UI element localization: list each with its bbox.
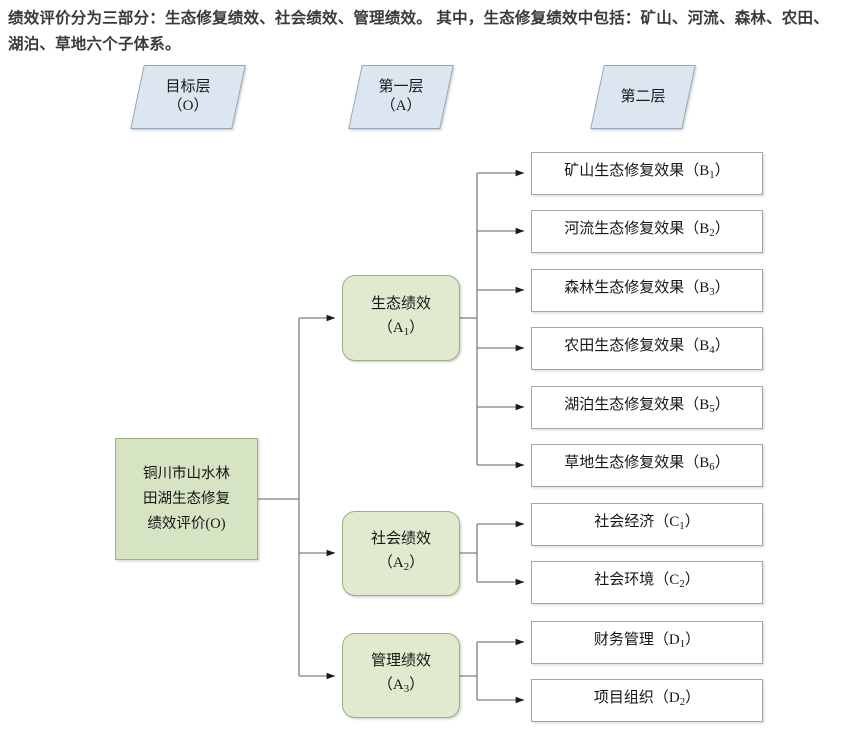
- layer-header-goal-code: （O）: [167, 98, 209, 114]
- indicator-d2: 项目组织（D2）: [531, 679, 763, 722]
- goal-line-1: 铜川市山水林: [143, 465, 230, 482]
- criteria-a2-title: 社会绩效: [370, 531, 431, 548]
- layer-header-first: 第一层 （A）: [348, 65, 454, 129]
- indicator-b5: 湖泊生态修复效果（B5）: [531, 386, 763, 429]
- indicator-c1-text: 社会经济（C1）: [594, 514, 700, 533]
- indicator-b1-text: 矿山生态修复效果（B1）: [564, 163, 730, 182]
- layer-header-first-code: （A）: [380, 98, 422, 114]
- goal-line-2: 田湖生态修复: [143, 490, 230, 507]
- layer-header-goal: 目标层 （O）: [130, 65, 246, 129]
- criteria-a3-title: 管理绩效: [370, 653, 431, 670]
- indicator-b4: 农田生态修复效果（B4）: [531, 327, 763, 370]
- layer-header-goal-title: 目标层: [165, 79, 211, 95]
- indicator-d1: 财务管理（D1）: [531, 621, 763, 664]
- indicator-b4-text: 农田生态修复效果（B4）: [564, 338, 730, 357]
- intro-paragraph: 绩效评价分为三部分：生态修复绩效、社会绩效、管理绩效。 其中，生态修复绩效中包括…: [8, 10, 829, 53]
- criteria-a1-title: 生态绩效: [370, 295, 431, 312]
- criteria-node-a2: 社会绩效 （A2）: [342, 511, 460, 596]
- layer-header-first-title: 第一层: [378, 79, 424, 95]
- indicator-b3: 森林生态修复效果（B3）: [531, 269, 763, 312]
- indicator-d2-text: 项目组织（D2）: [593, 690, 701, 709]
- indicator-b1: 矿山生态修复效果（B1）: [531, 152, 763, 195]
- criteria-a3-code: （A3）: [377, 677, 425, 696]
- layer-header-second-title: 第二层: [620, 88, 666, 105]
- layer-header-second: 第二层: [590, 65, 696, 129]
- goal-line-3: 绩效评价(O): [147, 515, 226, 532]
- indicator-c2: 社会环境（C2）: [531, 561, 763, 604]
- indicator-b3-text: 森林生态修复效果（B3）: [564, 280, 730, 299]
- criteria-a1-code: （A1）: [377, 319, 425, 338]
- indicator-b2: 河流生态修复效果（B2）: [531, 210, 763, 253]
- indicator-c2-text: 社会环境（C2）: [594, 572, 700, 591]
- criteria-node-a3: 管理绩效 （A3）: [342, 633, 460, 718]
- indicator-b2-text: 河流生态修复效果（B2）: [564, 221, 730, 240]
- indicator-c1: 社会经济（C1）: [531, 503, 763, 546]
- indicator-b6-text: 草地生态修复效果（B6）: [564, 455, 730, 474]
- indicator-d1-text: 财务管理（D1）: [593, 632, 701, 651]
- criteria-node-a1: 生态绩效 （A1）: [342, 275, 460, 361]
- criteria-a2-code: （A2）: [377, 555, 425, 574]
- goal-node: 铜川市山水林 田湖生态修复 绩效评价(O): [115, 438, 258, 560]
- indicator-b6: 草地生态修复效果（B6）: [531, 444, 763, 487]
- indicator-b5-text: 湖泊生态修复效果（B5）: [564, 397, 730, 416]
